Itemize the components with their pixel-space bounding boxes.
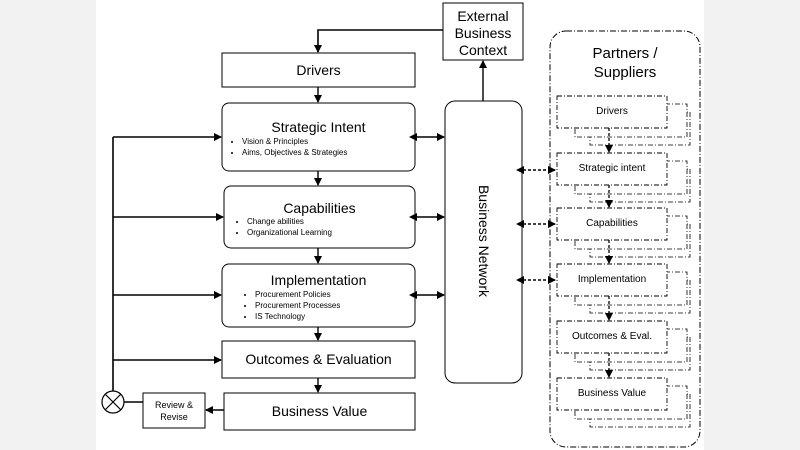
partners-title: Partners / Suppliers bbox=[552, 44, 698, 82]
bullet: Aims, Objectives & Strategies bbox=[242, 147, 347, 158]
review-line-2: Revise bbox=[160, 412, 188, 422]
partner-label-capabilities: Capabilities bbox=[586, 218, 638, 229]
drivers-title: Drivers bbox=[296, 62, 341, 78]
implementation-bullets: Procurement Policies Procurement Process… bbox=[243, 289, 340, 322]
strategic-intent-bullets: Vision & Principles Aims, Objectives & S… bbox=[230, 136, 347, 158]
drivers-box bbox=[221, 52, 416, 88]
partners-title-line-2: Suppliers bbox=[593, 64, 657, 81]
outcomes-box bbox=[221, 340, 416, 379]
review-revise-box bbox=[142, 392, 206, 429]
partner-box-value bbox=[556, 377, 668, 411]
partner-box-strategic bbox=[556, 152, 668, 186]
partner-label-strategic: Strategic intent bbox=[578, 163, 646, 174]
arrow-external-drivers bbox=[314, 29, 443, 53]
partner-box-implementation bbox=[556, 263, 668, 297]
partner-box-drivers bbox=[556, 95, 668, 129]
bullet: Vision & Principles bbox=[242, 136, 347, 147]
partner-label-drivers: Drivers bbox=[596, 106, 628, 117]
partner-box-outcomes bbox=[556, 320, 668, 354]
business-value-title: Business Value bbox=[271, 403, 368, 419]
external-context-box bbox=[442, 2, 524, 61]
partners-title-line-1: Partners / bbox=[592, 45, 658, 62]
bullet: Change abilities bbox=[247, 216, 332, 227]
partner-label-value: Business Value bbox=[577, 388, 647, 399]
external-context-label: External Business Context bbox=[443, 8, 523, 59]
bullet: IS Technology bbox=[255, 311, 340, 322]
business-value-box bbox=[223, 392, 416, 431]
bullet: Procurement Policies bbox=[255, 289, 340, 300]
outcomes-title: Outcomes & Evaluation bbox=[245, 351, 392, 367]
junction-cross-b bbox=[104, 393, 122, 411]
implementation-title: Implementation bbox=[270, 272, 367, 288]
capabilities-bullets: Change abilities Organizational Learning bbox=[235, 216, 332, 238]
strategic-intent-title: Strategic Intent bbox=[271, 119, 366, 135]
external-line-2: Business bbox=[454, 25, 512, 41]
bullet: Organizational Learning bbox=[247, 227, 332, 238]
partner-box-capabilities bbox=[556, 207, 668, 241]
bullet: Procurement Processes bbox=[255, 300, 340, 311]
business-network-label: Business Network bbox=[476, 184, 492, 298]
partners-container bbox=[549, 30, 701, 448]
review-revise-label: Review & Revise bbox=[143, 399, 205, 423]
network-partner-links bbox=[516, 166, 556, 284]
partner-label-outcomes: Outcomes & Eval. bbox=[571, 331, 653, 342]
external-line-1: External bbox=[457, 8, 509, 24]
partner-label-implementation: Implementation bbox=[577, 274, 647, 285]
partner-front-boxes bbox=[556, 95, 668, 411]
external-line-3: Context bbox=[458, 42, 508, 58]
review-line-1: Review & bbox=[154, 400, 193, 410]
capabilities-title: Capabilities bbox=[283, 200, 356, 216]
